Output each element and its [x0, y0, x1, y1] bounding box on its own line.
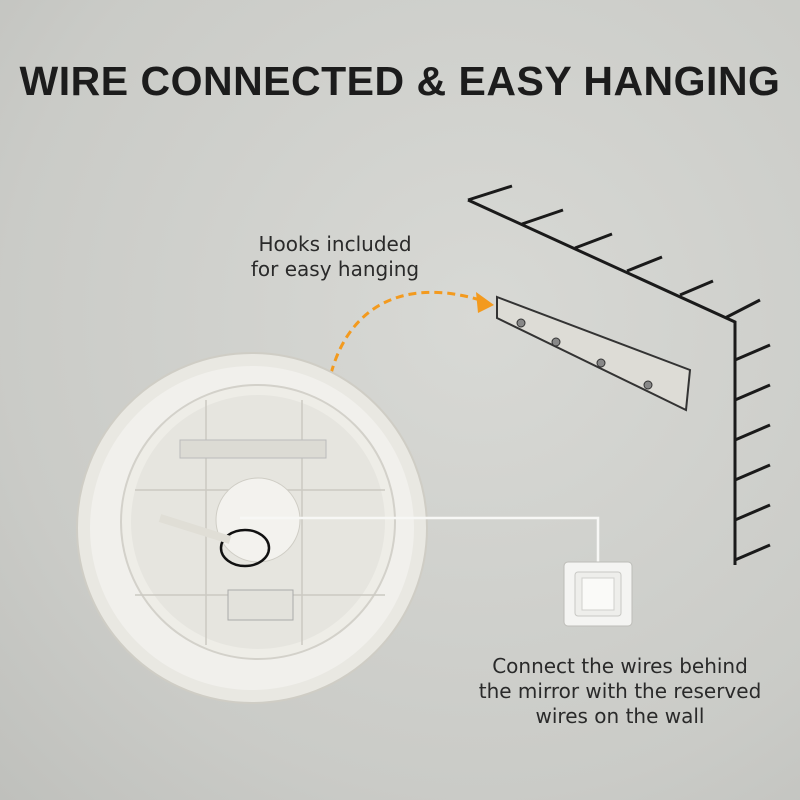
hanging-rail: [496, 295, 692, 412]
hooks-caption-line: for easy hanging: [250, 257, 420, 281]
wires-caption-line: wires on the wall: [535, 704, 705, 728]
hooks-caption-line: Hooks included: [258, 232, 412, 256]
page-title: WIRE CONNECTED & EASY HANGING: [19, 58, 781, 104]
wires-caption: Connect the wires behind the mirror with…: [455, 654, 785, 729]
arrow-head-icon: [476, 292, 494, 313]
wires-caption-line: Connect the wires behind: [492, 654, 748, 678]
wall-switch-icon: [563, 561, 633, 627]
hooks-caption: Hooks included for easy hanging: [225, 232, 445, 282]
wire-line: [240, 516, 600, 570]
mirror-back: [76, 352, 428, 704]
wires-caption-line: the mirror with the reserved: [478, 679, 762, 703]
wall-corner-diagram: [467, 184, 771, 565]
